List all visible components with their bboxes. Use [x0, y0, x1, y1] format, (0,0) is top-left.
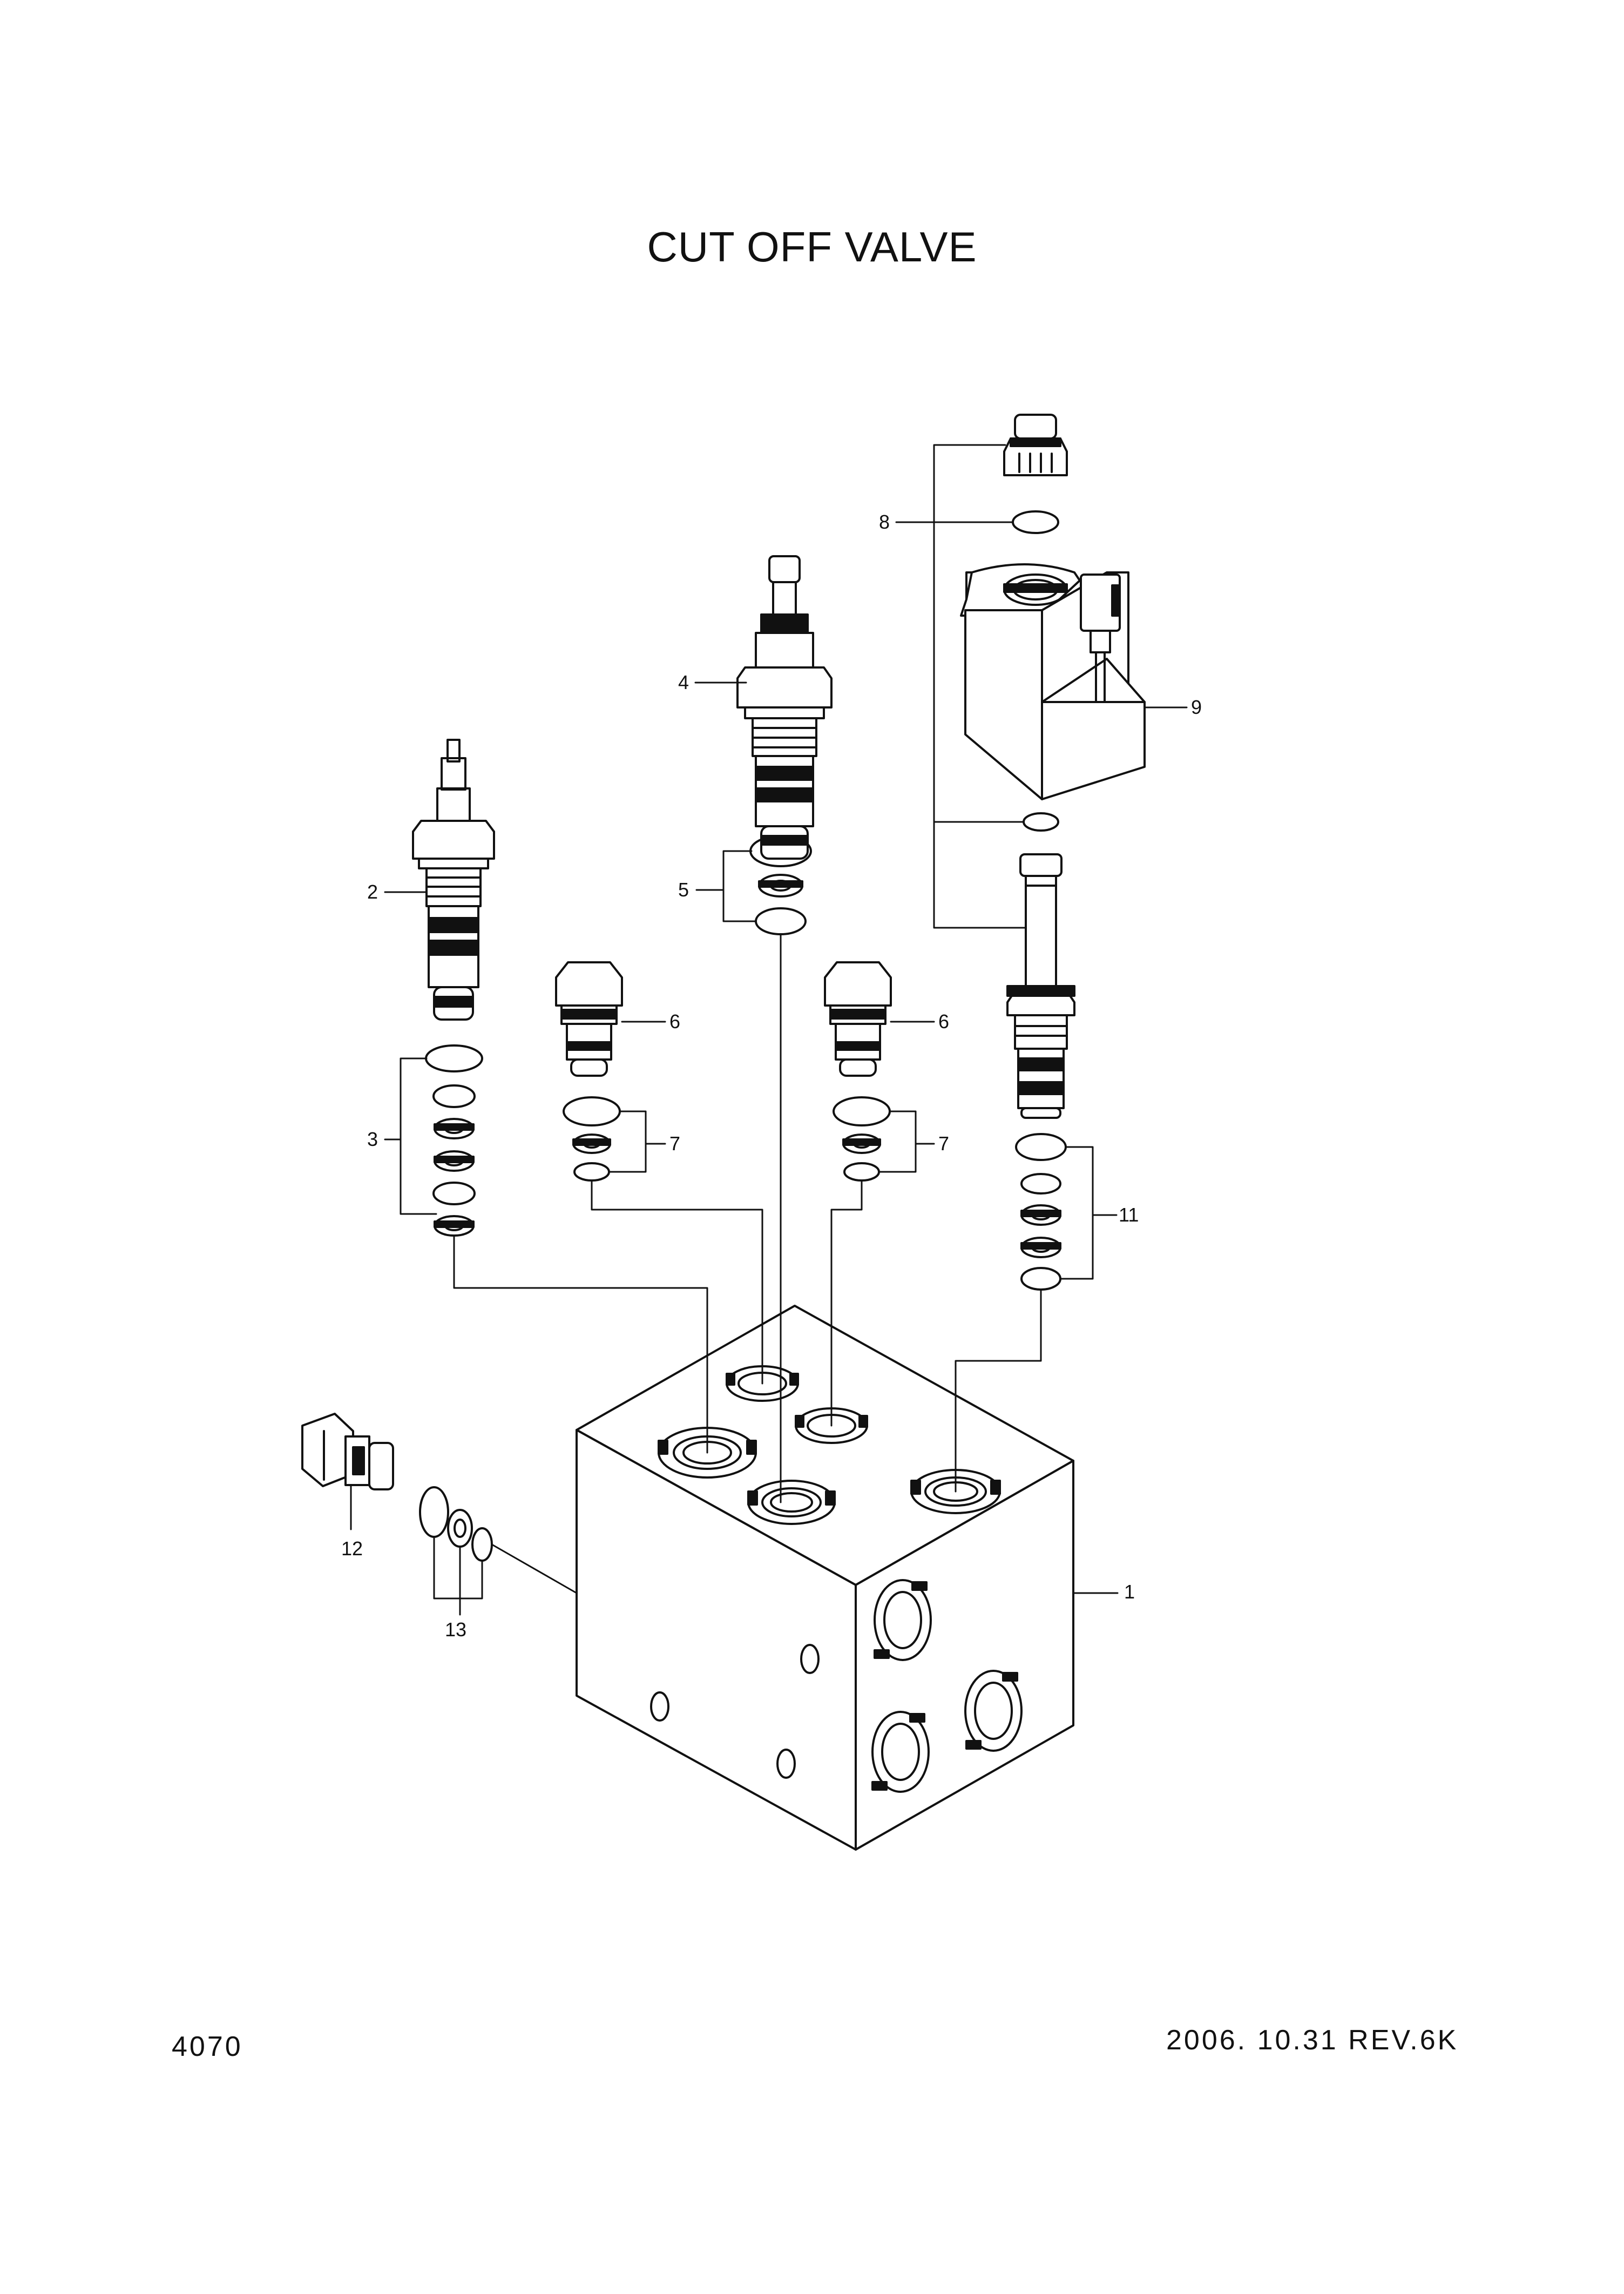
solenoid-cartridge	[1006, 853, 1075, 1119]
callout-7-right: 7	[938, 1132, 949, 1155]
seal-kit-3	[425, 1044, 483, 1237]
callout-13: 13	[445, 1618, 466, 1641]
seal-kit-5	[749, 835, 812, 935]
callout-1: 1	[1124, 1581, 1135, 1603]
callout-6-right: 6	[938, 1010, 949, 1033]
callout-11: 11	[1119, 1204, 1139, 1226]
block-port	[747, 1480, 836, 1525]
diagram-title: CUT OFF VALVE	[647, 223, 977, 271]
relief-valve-cartridge-2	[412, 739, 495, 1021]
revision-date: 2006. 10.31 REV.6K	[1166, 2025, 1459, 2056]
seal-kit-13	[419, 1486, 493, 1562]
callout-12: 12	[341, 1537, 363, 1560]
callout-3: 3	[367, 1128, 378, 1150]
valve-block	[576, 1305, 1074, 1851]
o-ring	[1023, 812, 1059, 832]
callout-8: 8	[879, 511, 890, 533]
block-port	[658, 1427, 757, 1479]
block-small-hole	[800, 1644, 820, 1674]
solenoid-coil-9	[960, 563, 1146, 800]
callout-2: 2	[367, 881, 378, 903]
seal-kit-7-right	[833, 1096, 891, 1182]
callout-6-left: 6	[669, 1010, 680, 1033]
block-small-hole	[776, 1749, 796, 1779]
plug-6-left	[555, 961, 623, 1077]
coil-nut	[1003, 414, 1068, 476]
page-number: 4070	[172, 2031, 243, 2062]
leader-lines	[350, 444, 1188, 1616]
callout-4: 4	[678, 671, 689, 693]
seal-kit-11	[1015, 1133, 1067, 1291]
seal-kit-7-left	[563, 1096, 621, 1182]
block-side-port	[964, 1670, 1023, 1752]
plug-6-right	[824, 961, 892, 1077]
callout-7-left: 7	[669, 1132, 680, 1155]
o-ring-8	[1012, 510, 1059, 534]
check-valve-12	[301, 1413, 394, 1490]
block-small-hole	[650, 1691, 669, 1722]
callout-5: 5	[678, 879, 689, 901]
block-side-port	[874, 1579, 932, 1661]
callout-9: 9	[1191, 696, 1202, 718]
relief-valve-cartridge-4	[736, 555, 833, 860]
block-side-port	[871, 1711, 930, 1793]
